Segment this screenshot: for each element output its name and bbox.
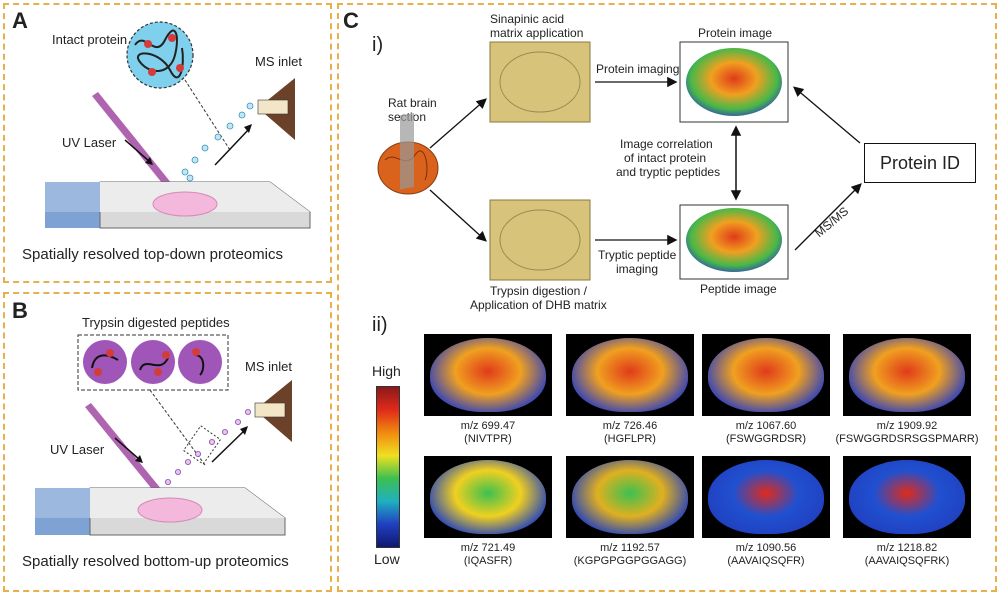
ion-image-sequence: (IQASFR) <box>463 555 513 567</box>
panel-c-workflow <box>377 41 862 281</box>
ion-image-5 <box>424 456 552 538</box>
ion-image-mz: m/z 1218.82 <box>876 542 938 554</box>
tryptic-line2: imaging <box>616 262 659 276</box>
uv-laser-beam-a <box>92 92 172 188</box>
panel-b-illustration <box>35 334 292 536</box>
ion-image-sequence: (FSWGGRDSRSGSPMARR) <box>835 433 979 445</box>
ms-inlet-label-b: MS inlet <box>245 359 292 374</box>
ion-image-mz: m/z 1067.60 <box>735 420 797 432</box>
ion-image-sequence: (AAVAIQSQFR) <box>727 555 805 567</box>
ion-image-1 <box>424 334 552 416</box>
protein-id-label: Protein ID <box>879 152 961 173</box>
ion-image-4 <box>843 334 971 416</box>
protein-id-box: Protein ID <box>864 143 976 183</box>
dhb-slide <box>489 199 591 281</box>
sinapinic-line1: Sinapinic acid <box>490 12 565 26</box>
panel-a-illustration <box>45 21 311 229</box>
panel-b-caption: Spatially resolved bottom-up proteomics <box>22 553 289 570</box>
ion-image-mz: m/z 721.49 <box>460 542 516 554</box>
uv-laser-label-b: UV Laser <box>50 442 105 457</box>
corr-line1: Image correlation <box>620 137 713 151</box>
ion-image-2 <box>566 334 694 416</box>
ion-image-sequence: (FSWGGRDSR) <box>725 433 807 445</box>
panel-b <box>3 292 332 592</box>
ion-image-3 <box>702 334 830 416</box>
scale-high-label: High <box>372 363 401 379</box>
panel-a <box>3 3 332 283</box>
ion-image-sequence: (HGFLPR) <box>604 433 656 445</box>
panel-a-label: A <box>12 8 28 33</box>
trypsin-line1: Trypsin digestion / <box>490 284 587 298</box>
intact-protein-label: Intact protein <box>52 32 128 47</box>
sub-ii-label: ii) <box>372 314 388 336</box>
peptide-image-label: Peptide image <box>700 282 777 296</box>
ion-image-sequence: (AAVAIQSQFRK) <box>864 555 950 567</box>
corr-line2: of intact protein <box>624 151 707 165</box>
ion-image-mz: m/z 1192.57 <box>600 542 660 554</box>
panel-c <box>337 3 997 592</box>
ion-image-sequence: (KGPGPGGPGGAGG) <box>573 555 687 567</box>
protein-imaging-label: Protein imaging <box>596 62 680 76</box>
tissue-section-a <box>152 191 218 217</box>
sub-i-label: i) <box>372 34 384 56</box>
rat-line1: Rat brain <box>388 96 437 110</box>
panel-a-caption: Spatially resolved top-down proteomics <box>22 246 283 263</box>
scale-low-label: Low <box>374 551 400 567</box>
ion-image-mz: m/z 1090.56 <box>735 542 797 554</box>
peptide-sphere-icon <box>83 340 127 384</box>
corr-line3: and tryptic peptides <box>616 165 721 179</box>
tissue-section-b <box>137 497 203 523</box>
sinapinic-line2: matrix application <box>490 26 584 40</box>
ion-image-mz: m/z 726.46 <box>602 420 658 432</box>
ion-image-8 <box>843 456 971 538</box>
sinapinic-slide <box>489 41 591 123</box>
ion-image-sequence: (NIVTPR) <box>464 433 512 445</box>
panel-b-label: B <box>12 298 28 323</box>
tryptic-line1: Tryptic peptide <box>598 248 677 262</box>
ion-image-7 <box>702 456 830 538</box>
ms-inlet-label-a: MS inlet <box>255 54 302 69</box>
trypsin-line2: Application of DHB matrix <box>470 298 607 312</box>
ion-image-6 <box>566 456 694 538</box>
ion-image-mz: m/z 699.47 <box>460 420 516 432</box>
panel-c-label: C <box>343 8 359 33</box>
protein-image-label: Protein image <box>698 26 773 40</box>
intensity-color-scale <box>376 386 400 548</box>
uv-laser-label-a: UV Laser <box>62 135 117 150</box>
ion-image-mz: m/z 1909.92 <box>876 420 938 432</box>
trypsin-peptides-label: Trypsin digested peptides <box>82 315 230 330</box>
